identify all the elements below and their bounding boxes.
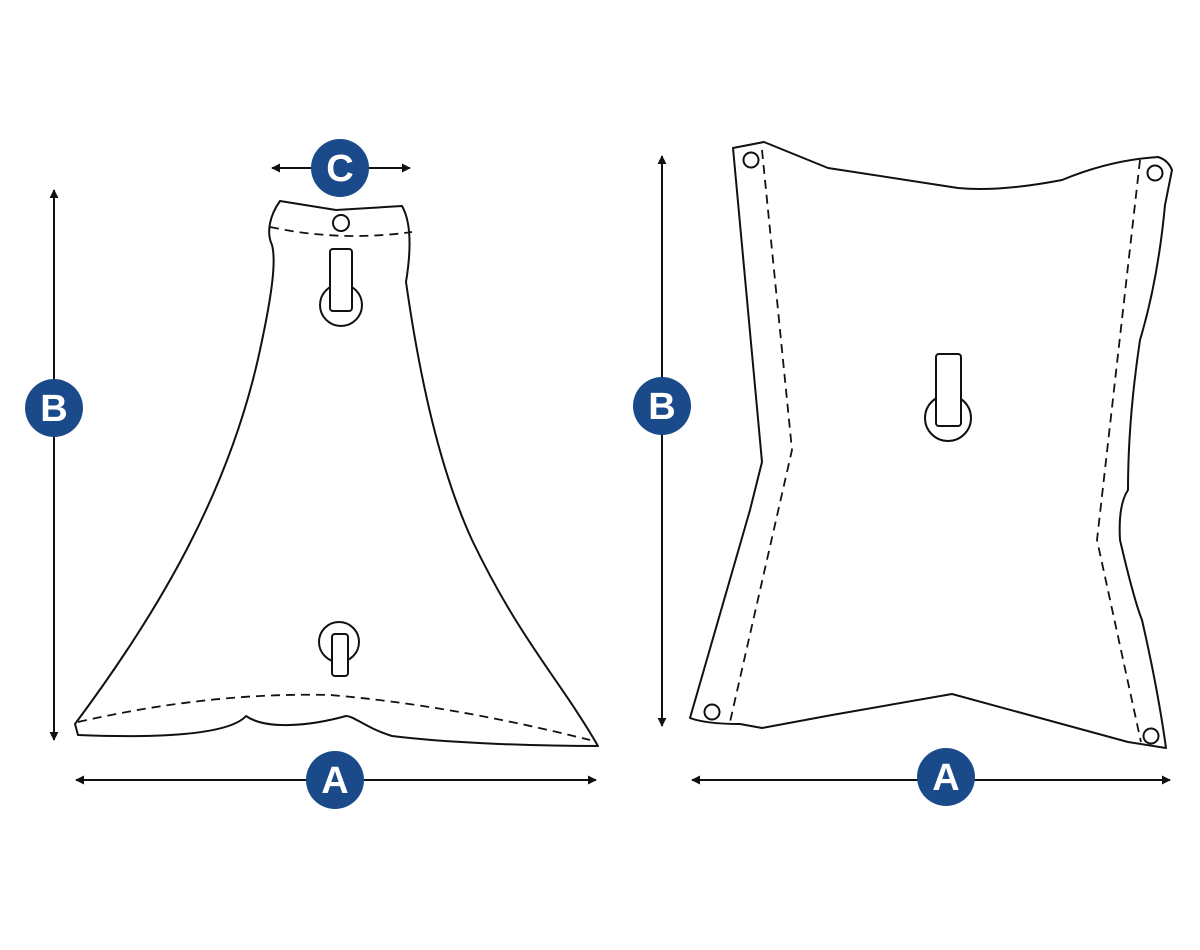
- center-strap-icon: [935, 353, 962, 427]
- badge-c-label: C: [326, 148, 353, 190]
- upper-strap-icon: [329, 248, 353, 312]
- rectangular-cover-outline: [689, 141, 1173, 749]
- top-eyelet-icon: [332, 214, 350, 232]
- rectangular-cover-figure: [689, 141, 1173, 749]
- badge-c: C: [311, 139, 369, 197]
- tapered-cover-outline: [74, 200, 599, 747]
- rectangular-cover-right-seam: [1096, 159, 1142, 743]
- corner-eyelet-top-left-icon: [742, 151, 760, 169]
- badge-b-right-circle: [633, 377, 691, 435]
- badge-a-left-label: A: [321, 760, 348, 802]
- badge-a-left-circle: [306, 751, 364, 809]
- badge-b-right: B: [633, 377, 691, 435]
- rectangular-cover-left-seam: [729, 149, 793, 723]
- badge-b-right-label: B: [648, 386, 675, 428]
- tapered-cover-figure: [74, 200, 599, 747]
- badge-b-left-label: B: [40, 388, 67, 430]
- badge-b-left: B: [25, 379, 83, 437]
- corner-eyelet-top-right-icon: [1146, 164, 1164, 182]
- badge-a-right-label: A: [932, 757, 959, 799]
- badge-a-right: A: [917, 748, 975, 806]
- badge-a-left: A: [306, 751, 364, 809]
- tapered-cover-top-seam: [269, 226, 413, 237]
- badge-a-right-circle: [917, 748, 975, 806]
- corner-eyelet-bottom-left-icon: [703, 703, 721, 721]
- badge-b-left-circle: [25, 379, 83, 437]
- corner-eyelet-bottom-right-icon: [1142, 727, 1160, 745]
- lower-strap-icon: [331, 633, 349, 677]
- badge-c-circle: [311, 139, 369, 197]
